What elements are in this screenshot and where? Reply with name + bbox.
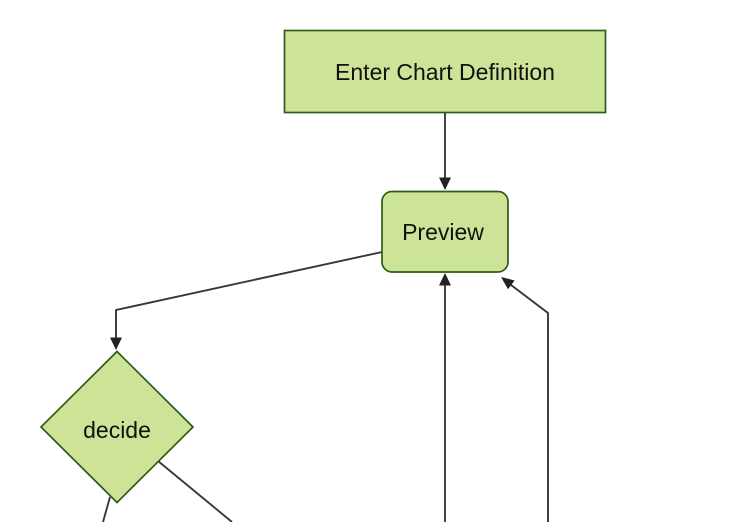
- node-decide-label: decide: [83, 417, 151, 443]
- edge-decide-offscreen-left: [102, 496, 111, 522]
- node-decide: decide: [39, 350, 195, 504]
- arrowhead-into-preview-bottom: [439, 273, 451, 286]
- node-enter-chart-definition: Enter Chart Definition: [283, 29, 607, 114]
- node-preview-label: Preview: [402, 219, 484, 245]
- node-enter-chart-definition-label: Enter Chart Definition: [335, 59, 555, 85]
- node-decide-shape: [39, 350, 195, 504]
- node-preview-shape: [381, 190, 509, 273]
- edge-offscreen-to-preview-corner: [501, 277, 549, 522]
- edge-preview-to-decide-line: [115, 251, 383, 338]
- edge-offscreen-to-preview-bottom: [439, 273, 451, 522]
- arrowhead-into-preview-top: [439, 177, 451, 190]
- edge-decide-offscreen-right: [157, 460, 233, 522]
- edge-decide-offscreen-right-line: [157, 460, 233, 522]
- edge-offscreen-to-preview-corner-line: [510, 284, 549, 522]
- node-enter-chart-definition-shape: [283, 29, 607, 114]
- edge-preview-to-decide: [110, 251, 383, 350]
- edge-enter-to-preview: [439, 113, 451, 190]
- arrowhead-into-preview-corner: [501, 277, 515, 290]
- edge-decide-offscreen-left-line: [102, 496, 111, 522]
- arrowhead-into-decide-top: [110, 337, 122, 350]
- node-preview: Preview: [381, 190, 509, 273]
